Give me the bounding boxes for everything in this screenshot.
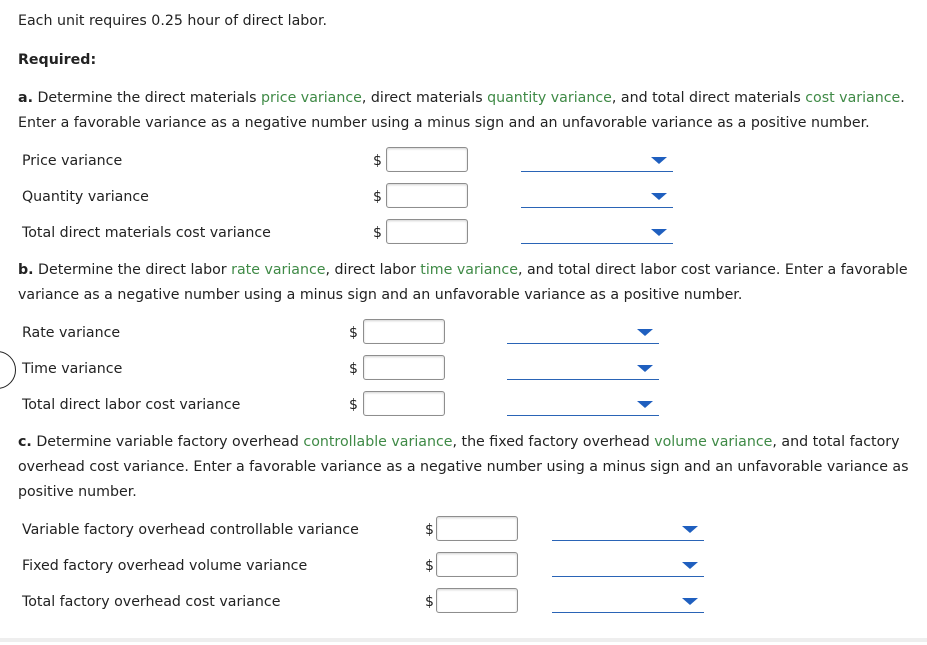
row-label-total-materials-variance: Total direct materials cost variance — [22, 225, 271, 241]
part-b-instruction: b. Determine the direct labor rate varia… — [18, 262, 908, 278]
row-label-controllable-variance: Variable factory overhead controllable v… — [22, 522, 359, 538]
chevron-down-icon — [637, 365, 653, 372]
part-b-prefix: b. — [18, 262, 34, 278]
part-c-instruction: c. Determine variable factory overhead c… — [18, 434, 900, 450]
part-a-text-1: Determine the direct materials — [32, 90, 261, 106]
part-b-instruction-line2: variance as a negative number using a mi… — [18, 287, 743, 303]
row-label-volume-variance: Fixed factory overhead volume variance — [22, 558, 308, 574]
chevron-down-icon — [682, 562, 698, 569]
quantity-variance-link[interactable]: quantity variance — [487, 90, 612, 106]
part-c-text-2: , the fixed factory overhead — [452, 434, 655, 450]
part-b-text-2: , direct labor — [325, 262, 421, 278]
row-label-total-overhead-variance: Total factory overhead cost variance — [22, 594, 281, 610]
dollar-sign: $ — [425, 594, 434, 610]
part-a-text-2: , direct materials — [361, 90, 488, 106]
part-c-text-1: Determine variable factory overhead — [31, 434, 304, 450]
row-label-quantity-variance: Quantity variance — [22, 189, 149, 205]
dollar-sign: $ — [373, 189, 382, 205]
time-variance-dropdown[interactable] — [507, 363, 659, 380]
intro-text: Each unit requires 0.25 hour of direct l… — [18, 13, 328, 29]
part-c-instruction-line2: overhead cost variance. Enter a favorabl… — [18, 459, 909, 475]
rate-variance-input[interactable] — [363, 319, 445, 344]
part-b-text-3: , and total direct labor cost variance. … — [517, 262, 908, 278]
volume-variance-dropdown[interactable] — [552, 560, 704, 577]
pointer-circle — [0, 351, 16, 389]
chevron-down-icon — [637, 329, 653, 336]
row-label-price-variance: Price variance — [22, 153, 123, 169]
controllable-variance-input[interactable] — [436, 516, 518, 541]
part-c-instruction-line3: positive number. — [18, 484, 137, 500]
part-c-prefix: c. — [18, 434, 32, 450]
cost-variance-link[interactable]: cost variance — [805, 90, 901, 106]
part-b-text-1: Determine the direct labor — [33, 262, 232, 278]
part-c-text-3: , and total factory — [772, 434, 900, 450]
chevron-down-icon — [637, 401, 653, 408]
dollar-sign: $ — [349, 361, 358, 377]
total-materials-variance-dropdown[interactable] — [521, 227, 673, 244]
dollar-sign: $ — [349, 325, 358, 341]
rate-variance-dropdown[interactable] — [507, 327, 659, 344]
bottom-divider — [0, 638, 927, 642]
time-variance-link[interactable]: time variance — [420, 262, 518, 278]
time-variance-input[interactable] — [363, 355, 445, 380]
part-a-text-3: , and total direct materials — [611, 90, 806, 106]
required-heading: Required: — [18, 52, 97, 68]
controllable-variance-link[interactable]: controllable variance — [303, 434, 453, 450]
total-overhead-variance-dropdown[interactable] — [552, 596, 704, 613]
volume-variance-input[interactable] — [436, 552, 518, 577]
volume-variance-link[interactable]: volume variance — [654, 434, 773, 450]
total-overhead-variance-input[interactable] — [436, 588, 518, 613]
total-labor-variance-input[interactable] — [363, 391, 445, 416]
chevron-down-icon — [651, 157, 667, 164]
dollar-sign: $ — [373, 225, 382, 241]
chevron-down-icon — [682, 598, 698, 605]
dollar-sign: $ — [425, 522, 434, 538]
chevron-down-icon — [651, 229, 667, 236]
part-a-prefix: a. — [18, 90, 33, 106]
quantity-variance-input[interactable] — [386, 183, 468, 208]
rate-variance-link[interactable]: rate variance — [231, 262, 326, 278]
dollar-sign: $ — [373, 153, 382, 169]
dollar-sign: $ — [425, 558, 434, 574]
controllable-variance-dropdown[interactable] — [552, 524, 704, 541]
row-label-rate-variance: Rate variance — [22, 325, 121, 341]
chevron-down-icon — [651, 193, 667, 200]
price-variance-input[interactable] — [386, 147, 468, 172]
price-variance-link[interactable]: price variance — [260, 90, 362, 106]
price-variance-dropdown[interactable] — [521, 155, 673, 172]
chevron-down-icon — [682, 526, 698, 533]
dollar-sign: $ — [349, 397, 358, 413]
part-a-instruction: a. Determine the direct materials price … — [18, 90, 905, 106]
part-a-instruction-line2: Enter a favorable variance as a negative… — [18, 115, 870, 131]
total-materials-variance-input[interactable] — [386, 219, 468, 244]
part-a-text-4: . — [900, 90, 905, 106]
total-labor-variance-dropdown[interactable] — [507, 399, 659, 416]
row-label-time-variance: Time variance — [22, 361, 123, 377]
quantity-variance-dropdown[interactable] — [521, 191, 673, 208]
row-label-total-labor-variance: Total direct labor cost variance — [22, 397, 241, 413]
